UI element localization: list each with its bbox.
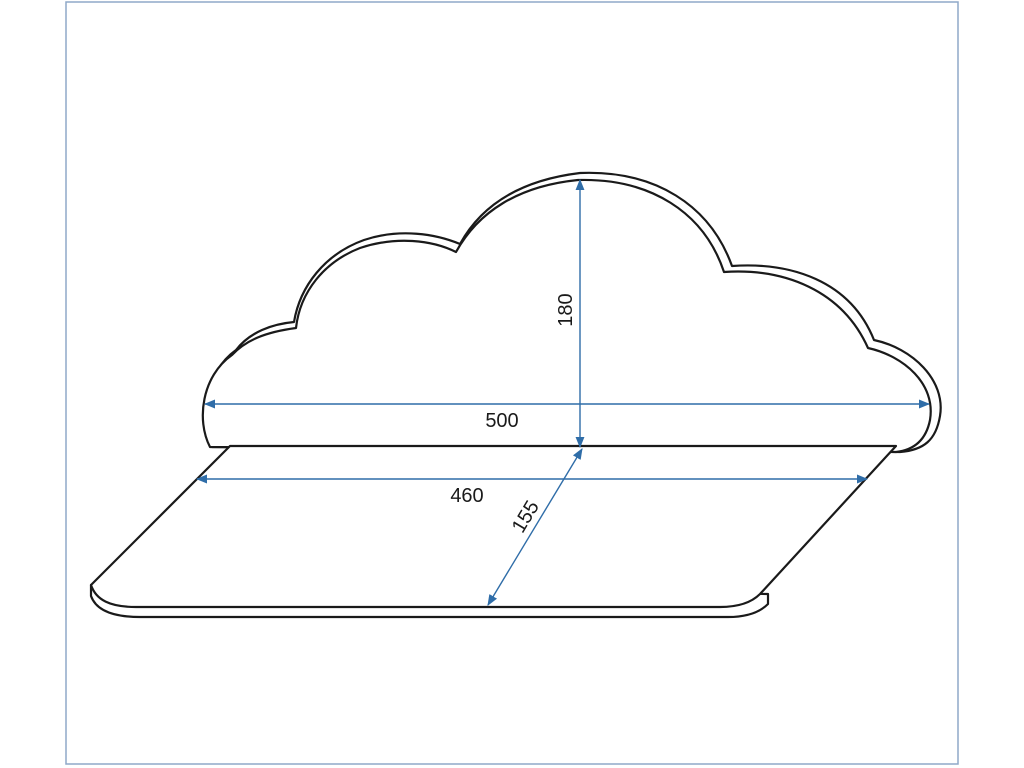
shelf-width-label: 460 bbox=[450, 485, 483, 507]
cloud-height-label: 180 bbox=[555, 293, 577, 326]
dim-line-shelf-depth bbox=[487, 448, 583, 606]
drawing-frame bbox=[65, 1, 959, 765]
shelf-board bbox=[89, 444, 898, 609]
cloud-panel bbox=[201, 178, 932, 454]
cloud-width-label: 500 bbox=[485, 410, 518, 432]
